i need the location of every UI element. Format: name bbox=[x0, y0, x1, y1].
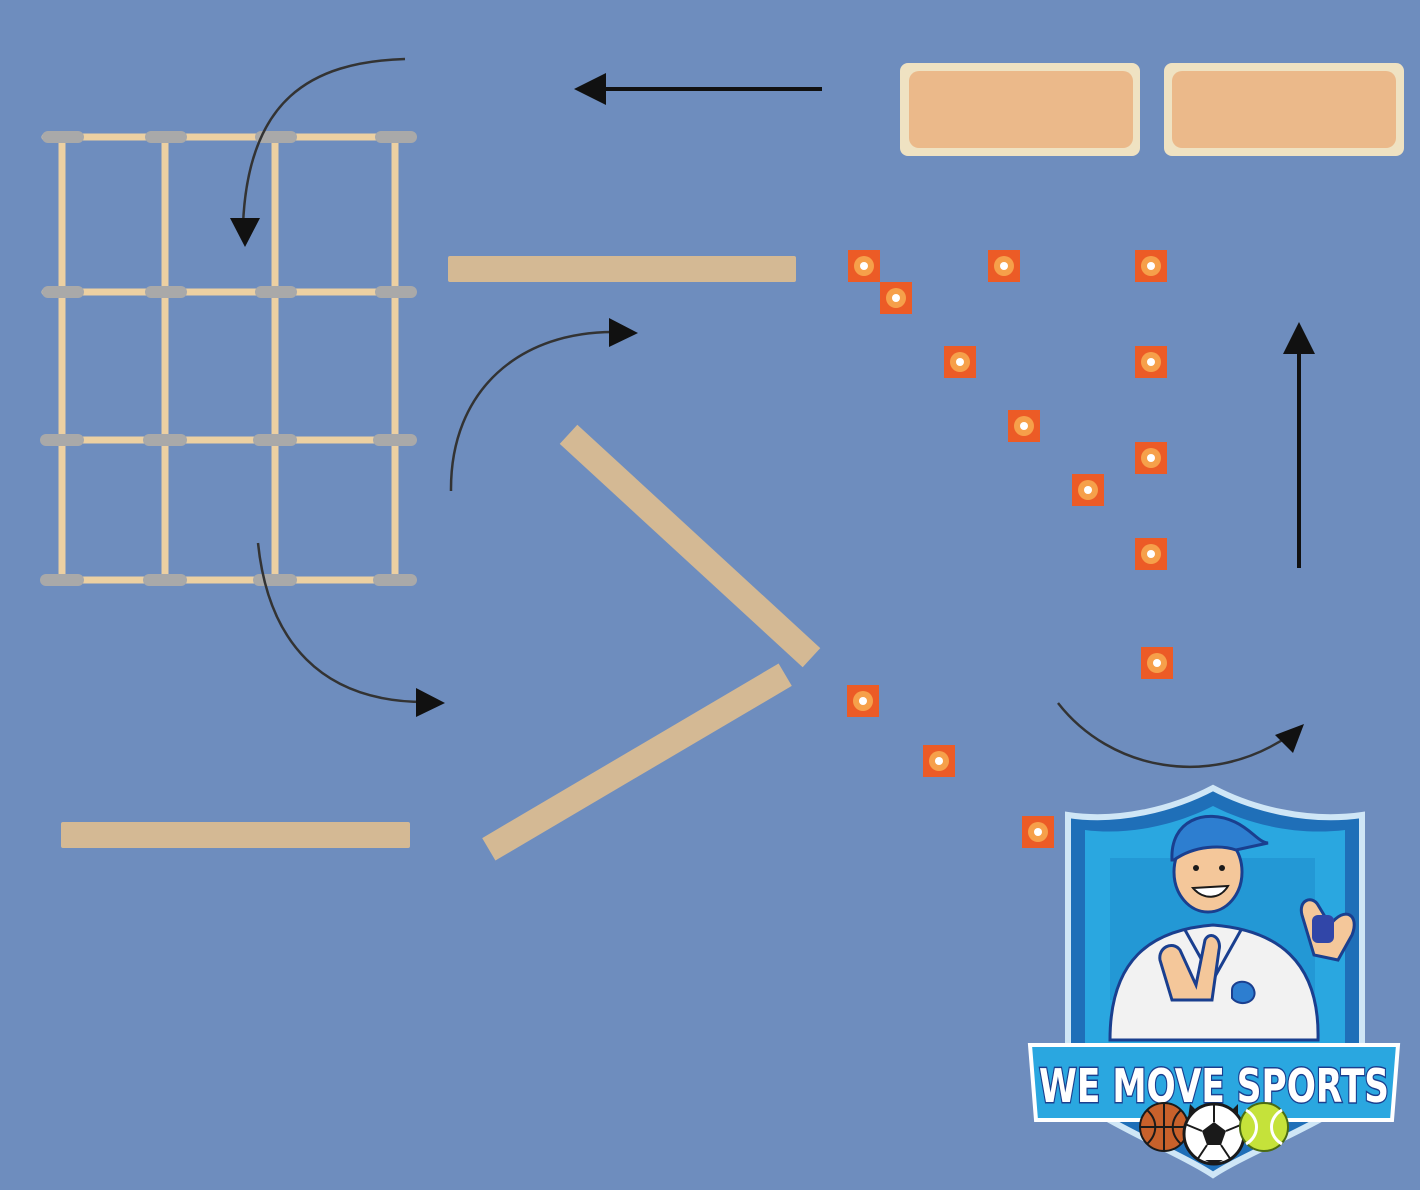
agility-ladder bbox=[40, 131, 417, 586]
soccer-ball-icon bbox=[1182, 1102, 1246, 1166]
cone-marker bbox=[988, 250, 1020, 282]
mat-right bbox=[1164, 63, 1404, 156]
whistle-icon bbox=[1231, 980, 1256, 1005]
coach-figure bbox=[1108, 814, 1356, 1042]
beam-diagonal-upper bbox=[559, 424, 821, 668]
cone-marker bbox=[1135, 346, 1167, 378]
ladder-joints bbox=[40, 131, 417, 586]
cone-marker bbox=[923, 745, 955, 777]
cone-marker bbox=[1072, 474, 1104, 506]
cone-marker bbox=[1135, 442, 1167, 474]
beam-top bbox=[448, 256, 796, 282]
cone-marker bbox=[1135, 250, 1167, 282]
stopwatch-icon bbox=[1312, 915, 1334, 943]
cone-marker bbox=[944, 346, 976, 378]
curved-arrow-to-finish bbox=[1057, 702, 1292, 768]
curved-arrow-to-top-beam bbox=[449, 327, 620, 492]
curved-arrow-into-ladder bbox=[239, 57, 406, 227]
cone-markers bbox=[847, 250, 1173, 848]
basketball-icon bbox=[1139, 1102, 1189, 1152]
curved-arrow-out-of-ladder bbox=[256, 542, 430, 707]
cone-marker bbox=[848, 250, 880, 282]
beam-bottom bbox=[61, 822, 410, 848]
cone-marker bbox=[1141, 647, 1173, 679]
beam-diagonal-lower bbox=[482, 663, 792, 861]
mat-left bbox=[900, 63, 1140, 156]
cone-marker bbox=[880, 282, 912, 314]
tennis-ball-icon bbox=[1239, 1102, 1289, 1152]
cone-marker bbox=[1022, 816, 1054, 848]
cone-marker bbox=[847, 685, 879, 717]
cone-marker bbox=[1008, 410, 1040, 442]
we-move-sports-logo: WE MOVE SPORTS bbox=[1027, 784, 1401, 1179]
cone-marker bbox=[1135, 538, 1167, 570]
